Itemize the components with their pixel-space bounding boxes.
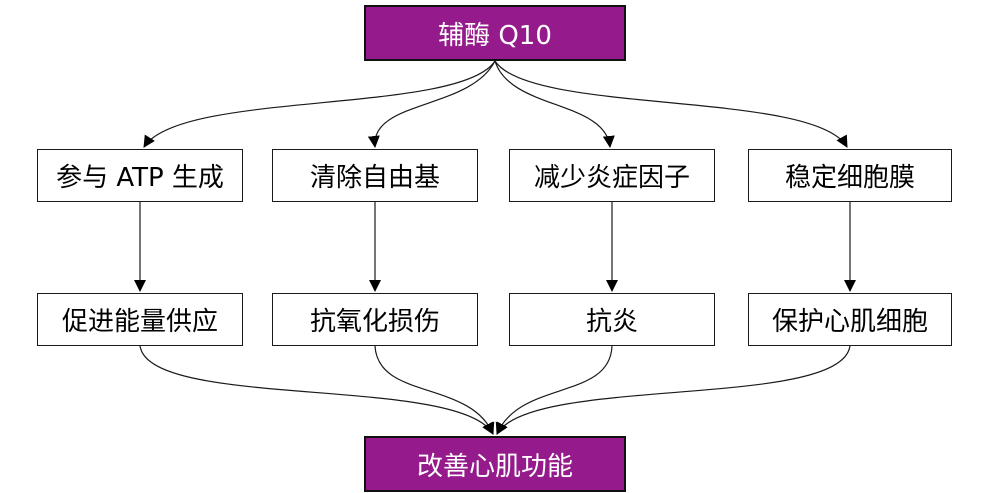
node-improve-function-label: 改善心肌功能 bbox=[416, 451, 573, 482]
edge-top-to-mechanism-2 bbox=[367, 60, 496, 148]
node-mechanism-inflammation: 减少炎症因子 bbox=[509, 149, 715, 202]
edge-top-to-mechanism-3 bbox=[494, 60, 615, 148]
node-mechanism-atp-label: 参与 ATP 生成 bbox=[56, 163, 224, 193]
node-coenzyme-q10: 辅酶 Q10 bbox=[364, 5, 626, 61]
node-effect-anti-inflammatory-label: 抗炎 bbox=[585, 307, 638, 337]
node-coenzyme-q10-label: 辅酶 Q10 bbox=[438, 20, 552, 51]
node-effect-protect-cells-label: 保护心肌细胞 bbox=[771, 307, 928, 337]
node-effect-energy: 促进能量供应 bbox=[37, 293, 243, 346]
node-effect-antioxidant: 抗氧化损伤 bbox=[272, 293, 478, 346]
edge-top-to-mechanism-1 bbox=[143, 60, 496, 148]
edge-top-to-mechanism-4 bbox=[494, 60, 848, 148]
node-mechanism-membrane: 稳定细胞膜 bbox=[748, 149, 952, 202]
node-effect-protect-cells: 保护心肌细胞 bbox=[748, 293, 952, 346]
node-effect-antioxidant-label: 抗氧化损伤 bbox=[309, 307, 440, 337]
edge-effect-1-to-bottom bbox=[139, 345, 494, 435]
node-effect-energy-label: 促进能量供应 bbox=[61, 307, 218, 337]
node-effect-anti-inflammatory: 抗炎 bbox=[509, 293, 715, 346]
node-mechanism-atp: 参与 ATP 生成 bbox=[37, 149, 243, 202]
node-mechanism-free-radicals: 清除自由基 bbox=[272, 149, 478, 202]
edge-effect-3-to-bottom bbox=[495, 345, 613, 435]
edge-effect-2-to-bottom bbox=[374, 345, 495, 435]
node-mechanism-free-radicals-label: 清除自由基 bbox=[309, 163, 440, 193]
node-mechanism-inflammation-label: 减少炎症因子 bbox=[533, 163, 690, 193]
edge-effect-4-to-bottom bbox=[496, 345, 851, 435]
node-improve-function: 改善心肌功能 bbox=[364, 436, 626, 492]
node-mechanism-membrane-label: 稳定细胞膜 bbox=[784, 163, 915, 193]
